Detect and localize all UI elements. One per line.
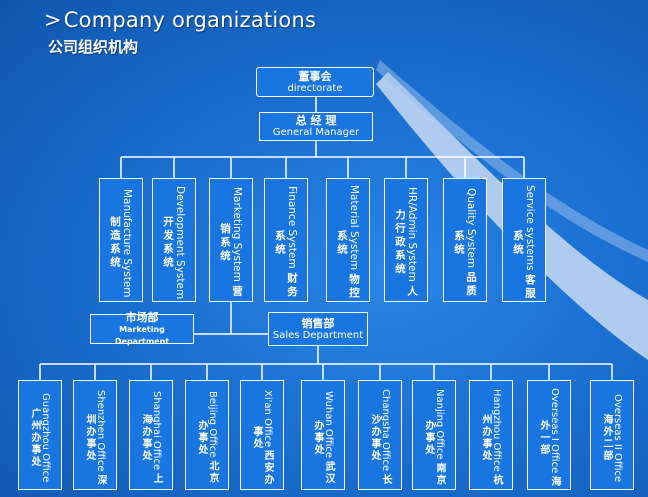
office-hangzhou-box: Hangzhou Office 杭州办事处: [469, 380, 513, 490]
system-finance-box: Finance System 财务系统: [264, 178, 308, 302]
office-shenzhen-cn: 深圳办事处: [84, 414, 106, 487]
office-beijing-box: Beijing Office 北京办事处: [185, 380, 229, 490]
system-development-box: Development System 开发系统: [152, 178, 196, 302]
general-manager-box: 总 经 理 General Manager: [259, 112, 373, 141]
system-manufacture-box: Manufacture System 制造系统: [99, 178, 143, 302]
system-hr-admin-box: HR/Admin System 人力行政系统: [384, 178, 428, 302]
sales-department-cn-label: 销售部: [301, 316, 335, 330]
system-material-en: Material System: [348, 185, 360, 271]
office-overseas-2-en: Overseas II Office: [612, 393, 623, 483]
office-guangzhou-en: Guangzhou Office: [40, 393, 51, 483]
system-quality-cn: 品质系统: [453, 229, 477, 299]
marketing-department-en-label: Marketing Department: [114, 324, 170, 346]
system-development-cn: 开发系统: [162, 216, 174, 270]
general-manager-cn-label: 总 经 理: [295, 114, 337, 127]
system-development-en: Development System: [174, 186, 186, 300]
office-shanghai-en: Shanghai Office: [151, 390, 162, 470]
office-guangzhou-cn: 广州办事处: [29, 408, 40, 468]
slide-title-text: Company organizations: [63, 8, 317, 32]
office-nanjing-box: Nanjing Office 南京办事处: [412, 380, 456, 490]
sales-department-en-label: Sales Department: [272, 329, 364, 341]
sales-department-box: 销售部 Sales Department: [268, 312, 368, 346]
office-overseas-1-box: Overseas I Office 海外一部: [527, 380, 571, 490]
system-manufacture-cn: 制造系统: [109, 216, 121, 270]
marketing-department-cn-label: 市场部: [125, 310, 159, 324]
system-marketing-cn: 营销系统: [219, 222, 243, 299]
system-hr-admin-en: HR/Admin System: [406, 187, 418, 282]
system-service-cn: 客服系统: [512, 229, 536, 301]
slide-title: >Company organizations: [44, 8, 316, 32]
office-nanjing-cn: 南京办事处: [423, 420, 445, 487]
system-service-en: Service systems: [524, 185, 536, 271]
office-nanjing-en: Nanjing Office: [434, 389, 445, 460]
office-shanghai-cn: 上海办事处: [140, 414, 162, 486]
office-wuhan-en: Wuhan Office: [323, 390, 334, 458]
office-beijing-en: Beijing Office: [207, 391, 218, 458]
office-beijing-cn: 北京办事处: [196, 420, 218, 485]
office-xian-en: Xi'an Office: [262, 389, 273, 448]
directorate-box: 董事会 directorate: [256, 67, 374, 97]
office-wuhan-cn: 武汉办事处: [312, 420, 334, 486]
office-shenzhen-en: Shenzhen Office: [95, 389, 106, 472]
system-material-box: Material System 物控系统: [326, 178, 370, 302]
office-xian-box: Xi'an Office 西安办事处: [240, 380, 284, 490]
system-marketing-box: Marketing System 营销系统: [209, 178, 253, 302]
slide-subtitle: 公司组织机构: [48, 38, 139, 56]
office-overseas-2-cn: 海外二部: [601, 414, 612, 462]
system-hr-admin-cn: 人力行政系统: [394, 209, 418, 299]
system-marketing-en: Marketing System: [231, 187, 243, 282]
office-overseas-1-en: Overseas I Office: [549, 387, 560, 474]
directorate-en-label: directorate: [287, 82, 343, 94]
office-wuhan-box: Wuhan Office 武汉办事处: [301, 380, 345, 490]
system-finance-en: Finance System: [286, 186, 298, 270]
office-shanghai-box: Shanghai Office 上海办事处: [129, 380, 173, 490]
directorate-cn-label: 董事会: [298, 69, 332, 83]
office-overseas-2-box: Overseas II Office 海外二部: [590, 380, 634, 490]
office-xian-cn: 西安办事处: [251, 426, 273, 487]
office-hangzhou-cn: 杭州办事处: [480, 414, 502, 487]
system-material-cn: 物控系统: [336, 229, 360, 301]
office-guangzhou-box: Guangzhou Office 广州办事处: [18, 380, 62, 490]
system-service-box: Service systems 客服系统: [502, 178, 546, 302]
system-quality-en: Quality System: [465, 187, 477, 268]
office-changsha-cn: 长沙办事处: [369, 414, 391, 487]
system-manufacture-en: Manufacture System: [121, 188, 133, 298]
chevron-right-icon: >: [44, 8, 62, 32]
office-shenzhen-box: Shenzhen Office 深圳办事处: [73, 380, 117, 490]
office-overseas-1-cn: 海外一部: [538, 420, 560, 489]
system-finance-cn: 财务系统: [274, 229, 298, 300]
general-manager-en-label: General Manager: [272, 127, 360, 138]
system-quality-box: Quality System 品质系统: [443, 178, 487, 302]
office-hangzhou-en: Hangzhou Office: [491, 389, 502, 472]
office-changsha-box: Changsha Office 长沙办事处: [358, 380, 402, 490]
marketing-department-box: 市场部 Marketing Department: [90, 310, 194, 346]
office-changsha-en: Changsha Office: [380, 389, 391, 472]
